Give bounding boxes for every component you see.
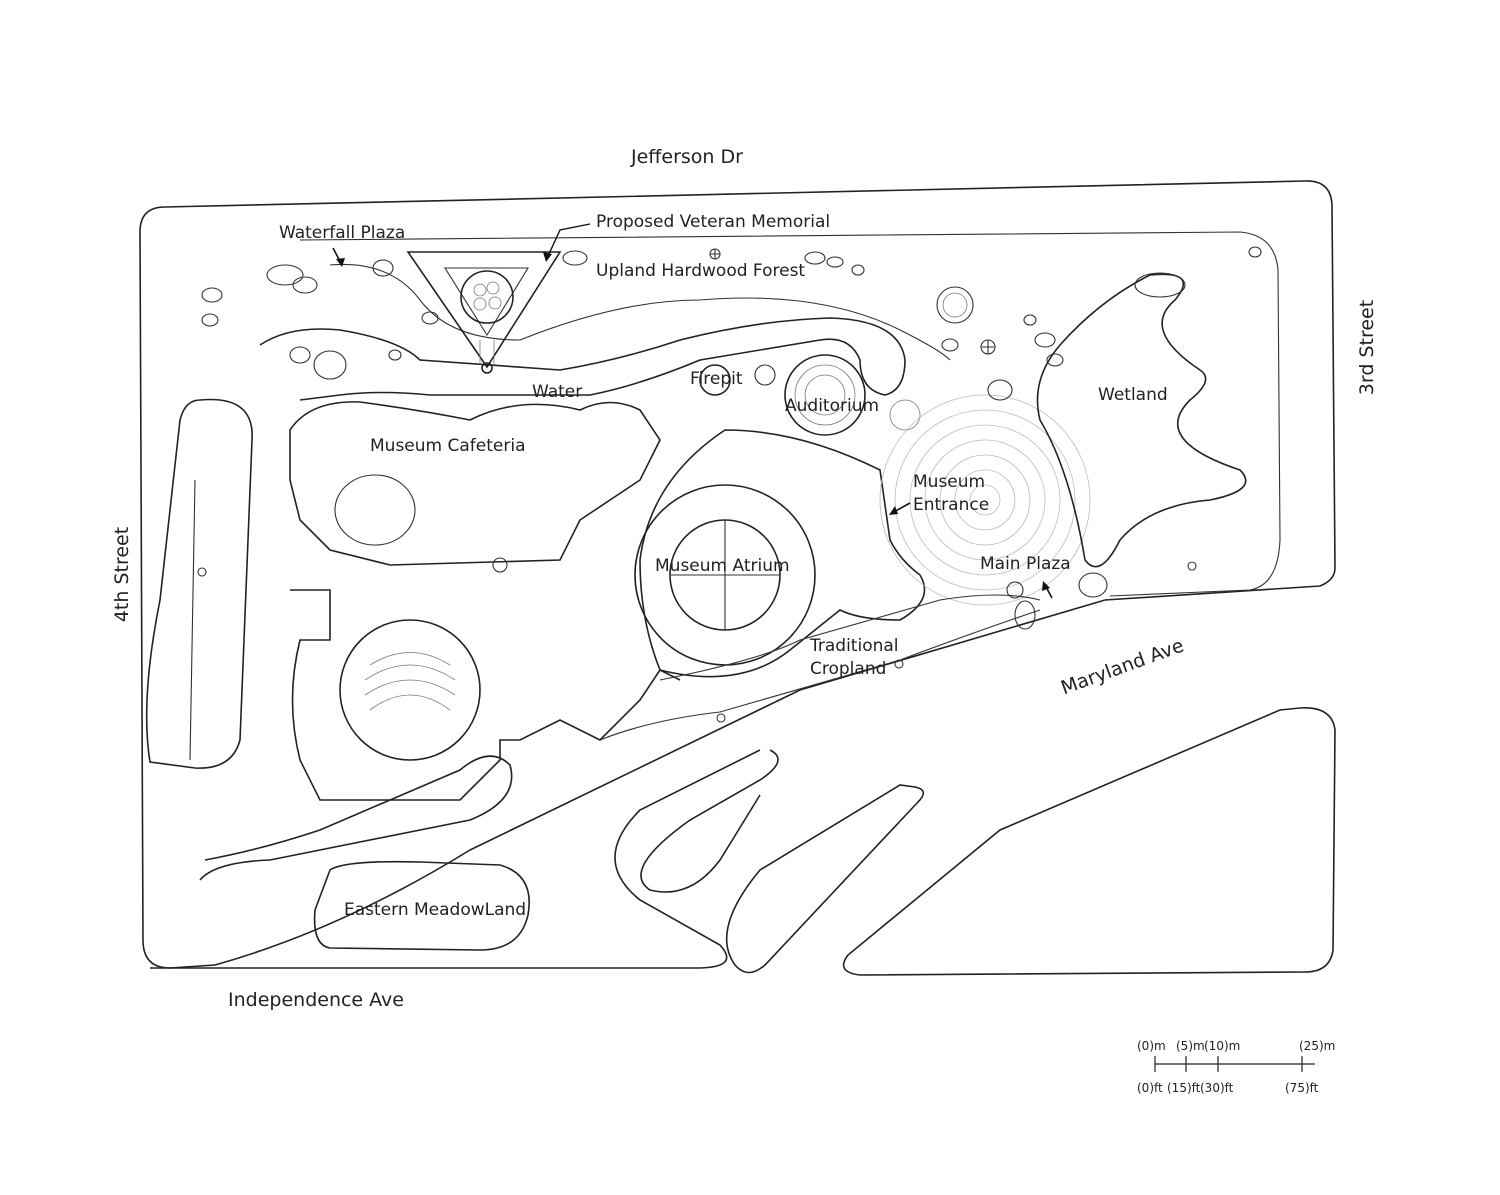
auditorium-spiral: [754, 354, 866, 436]
northern-path: [299, 231, 1281, 597]
street-jefferson-dr: Jefferson Dr: [631, 146, 743, 168]
firepit-circle: [699, 364, 731, 396]
wetland-shape: [1036, 273, 1247, 568]
scale-imperial-30: (30)ft: [1200, 1081, 1234, 1095]
veteran-memorial-shape: [406, 251, 562, 374]
label-wetland: Wetland: [1098, 385, 1168, 405]
label-water: Water: [532, 382, 583, 402]
label-veteran-memorial: Proposed Veteran Memorial: [596, 212, 831, 232]
label-traditional-cropland-1: Traditional: [810, 636, 899, 656]
site-boundary: [139, 180, 1336, 969]
scale-bar: [1154, 1056, 1315, 1072]
meadowland-outline: [313, 860, 530, 951]
south-block-east: [842, 707, 1336, 976]
label-traditional-cropland-2: Cropland: [810, 659, 887, 679]
label-museum-entrance-1: Museum: [913, 472, 986, 492]
rocks: [201, 246, 1262, 630]
garden-band: [259, 317, 906, 401]
west-parkway: [145, 398, 253, 769]
scale-imperial-75: (75)ft: [1285, 1081, 1319, 1095]
label-upland-forest: Upland Hardwood Forest: [596, 261, 806, 281]
street-4th-street: 4th Street: [111, 526, 134, 623]
label-waterfall-plaza: Waterfall Plaza: [279, 223, 406, 243]
scale-imperial-0: (0)ft: [1137, 1081, 1163, 1095]
main-plaza-rings: [879, 394, 1091, 606]
scale-imperial-15: (15)ft: [1167, 1081, 1201, 1095]
street-3rd-street: 3rd Street: [1356, 299, 1379, 396]
lecture-hall: [339, 619, 481, 761]
scale-metric-0: (0)m: [1137, 1039, 1166, 1053]
cafeteria-building: [289, 401, 661, 566]
street-independence-ave: Independence Ave: [228, 989, 404, 1011]
label-arrows: [332, 223, 1053, 599]
south-block-west: [640, 749, 779, 893]
label-firepit: Firepit: [690, 369, 743, 389]
south-block-middle: [725, 784, 925, 974]
south-boundary: [150, 749, 761, 969]
label-main-plaza: Main Plaza: [980, 554, 1071, 574]
scale-metric-10: (10)m: [1204, 1039, 1241, 1053]
scale-metric-5: (5)m: [1176, 1039, 1205, 1053]
label-museum-cafeteria: Museum Cafeteria: [370, 436, 526, 456]
label-auditorium: Auditorium: [785, 396, 880, 416]
label-museum-entrance-2: Entrance: [913, 495, 990, 515]
label-museum-atrium: Museum Atrium: [655, 556, 790, 576]
scale-metric-25: (25)m: [1299, 1039, 1336, 1053]
survey-markers: [197, 248, 1197, 723]
label-eastern-meadowland: Eastern MeadowLand: [344, 900, 527, 920]
